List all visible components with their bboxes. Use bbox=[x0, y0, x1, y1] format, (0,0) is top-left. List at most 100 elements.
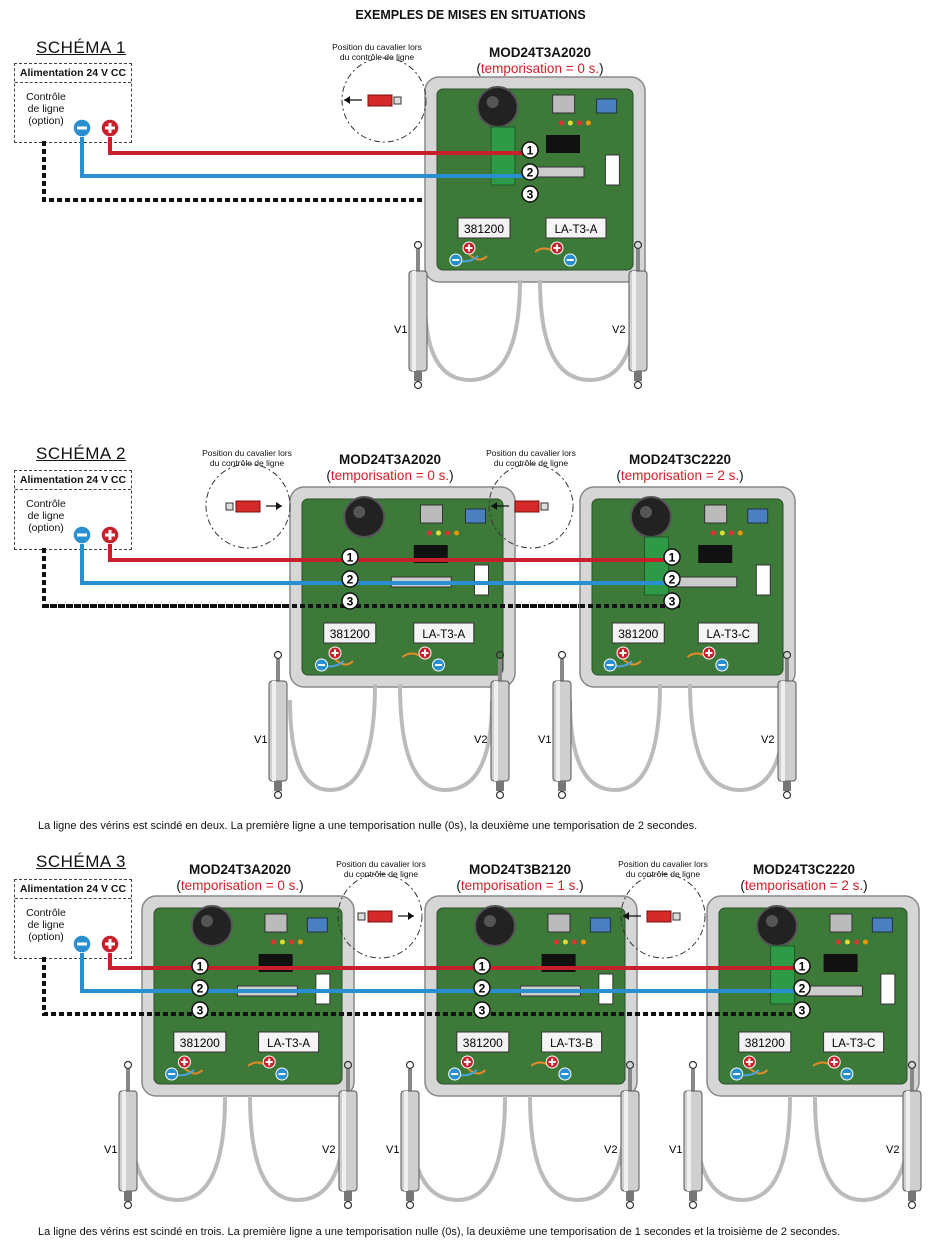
actuator-v1: V1 bbox=[104, 1060, 138, 1210]
line-control-label-1: Contrôle bbox=[26, 91, 66, 103]
actuator-v2: V2 bbox=[761, 650, 797, 800]
jumper-icon bbox=[646, 910, 672, 923]
capacitor-icon bbox=[476, 86, 519, 128]
module-label-box bbox=[413, 622, 475, 644]
terminal-number-label: 2 bbox=[197, 982, 204, 996]
schema-3-positive-wire bbox=[108, 953, 800, 970]
schema-1-module-1-model: MOD24T3A2020 bbox=[488, 45, 592, 60]
actuator-eye-icon bbox=[413, 240, 423, 250]
capacitor-icon bbox=[629, 496, 672, 538]
schema-2-jumper-1 bbox=[205, 463, 291, 549]
page-title: EXEMPLES DE MISES EN SITUATIONS bbox=[355, 8, 586, 22]
schema-2-minus-terminal bbox=[72, 525, 92, 545]
schema-2-caption: La ligne des vérins est scindé en deux. … bbox=[38, 820, 698, 832]
cable bbox=[408, 1095, 507, 1203]
line-control-label-1: Contrôle bbox=[26, 498, 66, 510]
cable bbox=[528, 1095, 627, 1203]
terminal-number-label: 3 bbox=[197, 1004, 204, 1018]
relay-icon bbox=[704, 504, 728, 524]
module-label-box bbox=[258, 1031, 320, 1053]
schema-1-plus-terminal bbox=[100, 118, 120, 138]
capacitor-icon bbox=[755, 905, 798, 947]
module-code: 381200 bbox=[330, 627, 370, 641]
actuator-body bbox=[268, 680, 288, 782]
terminal-number-label: 3 bbox=[669, 595, 676, 609]
jumper-caption-line-2: du contrôle de ligne bbox=[209, 458, 285, 468]
terminal-number-label: 3 bbox=[527, 188, 534, 202]
schema-3-minus-terminal bbox=[72, 934, 92, 954]
module-label-box bbox=[541, 1031, 603, 1053]
actuator-v1: V1 bbox=[394, 240, 428, 390]
terminal-number-label: 2 bbox=[799, 982, 806, 996]
module-label: LA-T3-A bbox=[555, 224, 598, 236]
schema-3-jumper-1 bbox=[337, 873, 423, 959]
jumper-magnifier-circle bbox=[341, 57, 427, 143]
line-control-label-1: Contrôle bbox=[26, 907, 66, 919]
jumper-caption-line-1: Position du cavalier lors bbox=[332, 42, 422, 52]
resistor-array bbox=[801, 985, 863, 997]
actuator-body bbox=[338, 1090, 358, 1192]
terminal-number-label: 2 bbox=[527, 166, 534, 180]
module-label: LA-T3-C bbox=[832, 1038, 875, 1050]
line-control-label: Contrôle de ligne (option) bbox=[15, 498, 77, 534]
actuator-eye-icon bbox=[557, 650, 567, 660]
ic-chip-icon bbox=[698, 545, 733, 563]
relay-icon bbox=[264, 913, 288, 933]
terminal-number-3-icon bbox=[793, 1001, 811, 1019]
code-box bbox=[611, 622, 665, 644]
actuator-v1: V1 bbox=[538, 650, 572, 800]
schema-3-module-1-model: MOD24T3A2020 bbox=[188, 862, 292, 877]
terminal-number-label: 1 bbox=[479, 960, 486, 974]
cable bbox=[693, 1095, 792, 1203]
actuator-body bbox=[118, 1090, 138, 1192]
terminal-number-3-icon bbox=[191, 1001, 209, 1019]
schema-3-module-1-tempo: (temporisation = 0 s.) bbox=[176, 878, 304, 893]
terminal-number-1-icon bbox=[521, 141, 539, 159]
module-code: 381200 bbox=[464, 222, 504, 236]
schema-2-plus-terminal bbox=[100, 525, 120, 545]
terminal-number-2-icon bbox=[473, 979, 491, 997]
code-box bbox=[738, 1031, 792, 1053]
terminal-number-2-icon bbox=[191, 979, 209, 997]
schema-2-jumper-2 bbox=[488, 463, 574, 549]
jumper-caption-line-1: Position du cavalier lors bbox=[486, 448, 576, 458]
terminal-block bbox=[770, 945, 796, 1005]
jumper-icon bbox=[514, 500, 540, 513]
schema-3-caption: La ligne des vérins est scindé en trois.… bbox=[38, 1226, 841, 1238]
schema-3-jumper-2 bbox=[620, 873, 706, 959]
actuator-label: V1 bbox=[394, 324, 407, 336]
capacitor-icon bbox=[473, 905, 516, 947]
schema-3-title: SCHÉMA 3 bbox=[36, 852, 126, 871]
jumper-magnifier-circle bbox=[620, 873, 706, 959]
terminal-number-label: 3 bbox=[479, 1004, 486, 1018]
line-control-label-3: (option) bbox=[28, 931, 64, 943]
jumper-caption-line-2: du contrôle de ligne bbox=[339, 52, 415, 62]
dip-switch-icon bbox=[306, 917, 328, 933]
schema-3-module-2-tempo: (temporisation = 1 s.) bbox=[456, 878, 584, 893]
actuator-body bbox=[902, 1090, 922, 1192]
schema-3-module-3-tempo: (temporisation = 2 s.) bbox=[740, 878, 868, 893]
actuator-v2: V2 bbox=[474, 650, 510, 800]
actuator-body bbox=[628, 270, 648, 372]
actuator-label: V2 bbox=[886, 1144, 899, 1156]
actuator-label: V2 bbox=[474, 734, 487, 746]
terminal-number-1-icon bbox=[473, 957, 491, 975]
terminal-number-3-icon bbox=[521, 185, 539, 203]
jumper-icon bbox=[367, 94, 393, 107]
actuator-v2: V2 bbox=[612, 240, 648, 390]
actuator-label: V2 bbox=[761, 734, 774, 746]
line-control-label: Contrôle de ligne (option) bbox=[15, 907, 77, 943]
actuator-label: V1 bbox=[538, 734, 551, 746]
module-label: LA-T3-B bbox=[550, 1038, 593, 1050]
terminal-number-label: 3 bbox=[799, 1004, 806, 1018]
line-control-label-2: de ligne bbox=[27, 510, 65, 522]
actuator-v2: V2 bbox=[886, 1060, 922, 1210]
psu-title: Alimentation 24 V CC bbox=[15, 471, 131, 490]
actuator-v2: V2 bbox=[604, 1060, 640, 1210]
dip-switch-icon bbox=[596, 98, 618, 114]
actuator-label: V1 bbox=[254, 734, 267, 746]
label-sticker bbox=[604, 154, 620, 186]
terminal-number-2-icon bbox=[341, 570, 359, 588]
